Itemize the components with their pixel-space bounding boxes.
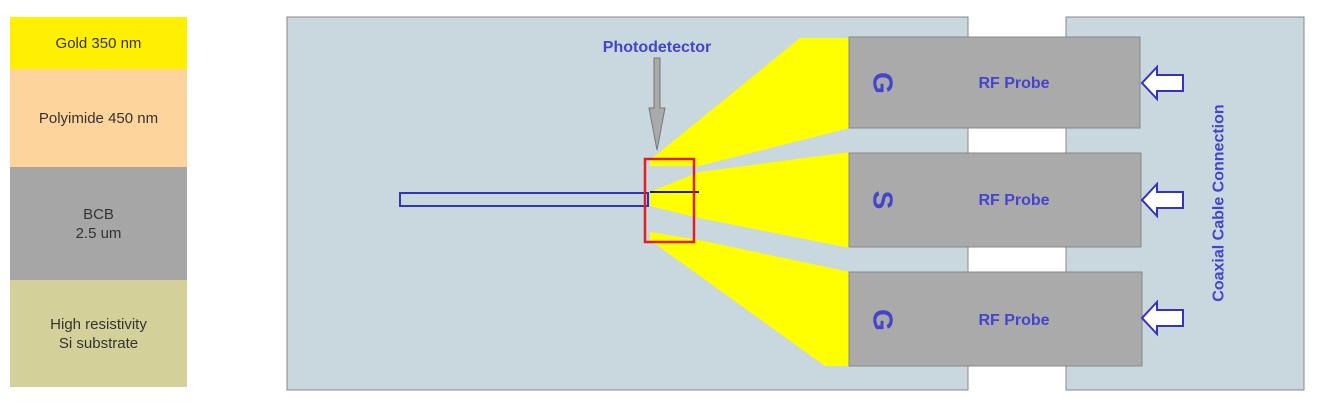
probe-middle-label: RF Probe [978, 192, 1049, 209]
photodetector-label: Photodetector [603, 39, 711, 56]
connection-arrow-bottom-icon [1140, 299, 1184, 337]
rf-probe-middle [848, 152, 1142, 248]
probe-bottom-letter: G [868, 309, 899, 331]
layer-bcb: BCB 2.5 um [10, 167, 187, 280]
probe-middle-letter: S [868, 191, 899, 210]
layer-gold-label: Gold 350 nm [55, 34, 142, 52]
signal-pad [650, 152, 850, 248]
photodetector-box [643, 157, 696, 244]
layer-si-substrate: High resistivity Si substrate [10, 280, 187, 387]
probe-top-letter: G [868, 72, 899, 94]
layer-polyimide: Polyimide 450 nm [10, 69, 187, 167]
connection-arrow-middle-icon [1140, 181, 1184, 219]
layer-polyimide-label: Polyimide 450 nm [38, 109, 159, 127]
waveguide [399, 192, 649, 207]
rf-probe-top [848, 36, 1141, 129]
connection-arrow-top-icon [1140, 64, 1184, 102]
layer-stack-legend: Gold 350 nm Polyimide 450 nm BCB 2.5 um … [10, 17, 187, 387]
rf-probe-bottom [848, 271, 1143, 367]
layer-gold: Gold 350 nm [10, 17, 187, 69]
probe-top-label: RF Probe [978, 75, 1049, 92]
layer-si-substrate-label: High resistivity Si substrate [50, 315, 147, 352]
probe-bottom-label: RF Probe [978, 312, 1049, 329]
photodetector-arrow-icon [648, 57, 666, 151]
layer-bcb-label: BCB 2.5 um [75, 205, 122, 242]
coaxial-cable-label: Coaxial Cable Connection [1211, 104, 1228, 301]
ground-pad-top [650, 38, 850, 166]
ground-pad-bottom [650, 232, 850, 366]
